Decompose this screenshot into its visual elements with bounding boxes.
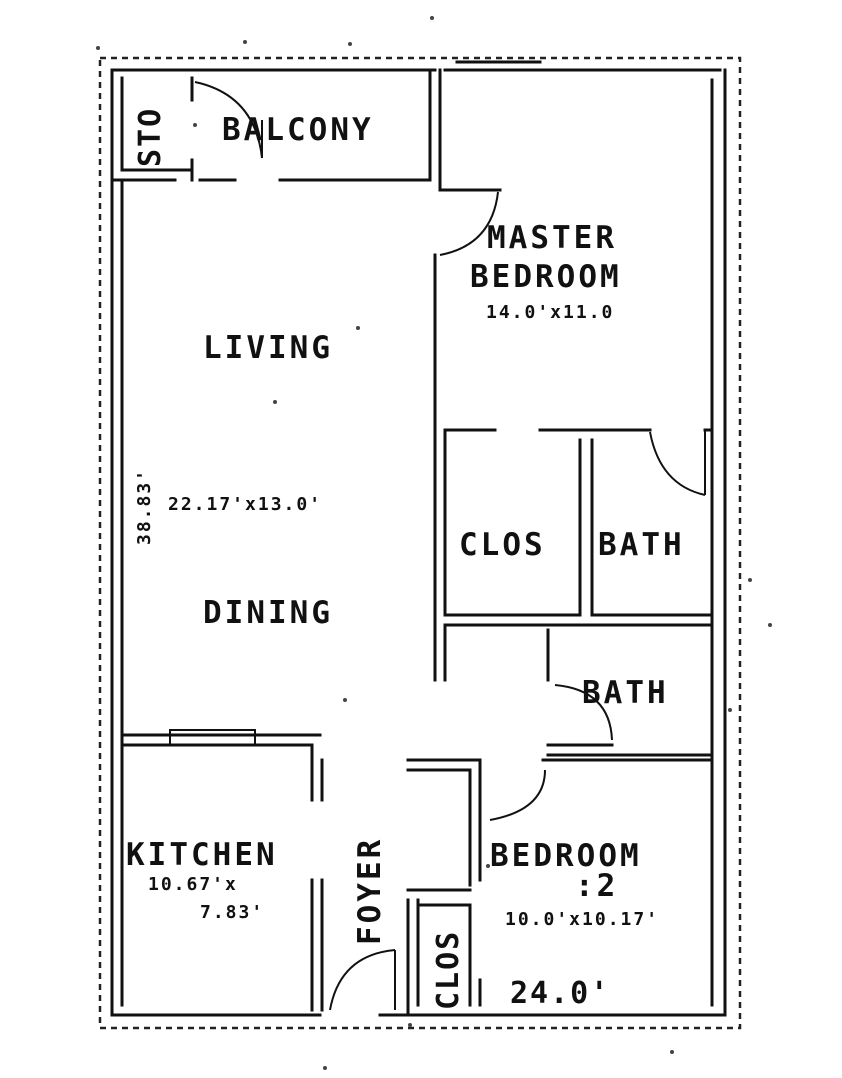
living-dining-dimension: 22.17'x13.0' bbox=[168, 494, 322, 515]
exterior-walls bbox=[110, 60, 727, 1017]
balcony-label: BALCONY bbox=[222, 112, 374, 148]
hall-bath-walls bbox=[443, 623, 714, 757]
balcony-block bbox=[110, 68, 442, 192]
bedroom2-label-line1: BEDROOM bbox=[490, 838, 642, 874]
kitchen-dimension-line2: 7.83' bbox=[200, 902, 264, 923]
bedroom2-label-line2: :2 bbox=[575, 868, 618, 904]
master-bedroom-walls bbox=[433, 188, 714, 432]
closet-bath-walls bbox=[433, 428, 714, 682]
master-bedroom-dimension: 14.0'x11.0 bbox=[486, 302, 614, 323]
kitchen-walls bbox=[120, 729, 396, 1012]
foyer-label: FOYER bbox=[352, 837, 388, 945]
bedroom2-walls bbox=[406, 758, 714, 1017]
bedroom2-closet-label: CLOS bbox=[431, 930, 466, 1010]
room-labels: STO BALCONY MASTER BEDROOM 14.0'x11.0 LI… bbox=[126, 107, 685, 1011]
master-bath-label: BATH bbox=[598, 527, 685, 563]
kitchen-dimension-line1: 10.67'x bbox=[148, 874, 238, 895]
scan-specks bbox=[96, 16, 772, 1070]
outer-boundary bbox=[98, 56, 742, 1030]
hall-bath-label: BATH bbox=[582, 675, 669, 711]
storage-label: STO bbox=[133, 107, 168, 167]
closet-label: CLOS bbox=[459, 527, 546, 563]
living-label: LIVING bbox=[203, 330, 333, 366]
kitchen-label: KITCHEN bbox=[126, 837, 278, 873]
dining-label: DINING bbox=[203, 595, 333, 631]
master-bedroom-label-line1: MASTER bbox=[487, 220, 617, 256]
overall-length-dimension: 38.83' bbox=[134, 468, 155, 545]
master-bedroom-label-line2: BEDROOM bbox=[470, 259, 622, 295]
bottom-width-dimension: 24.0' bbox=[510, 976, 610, 1011]
bedroom2-dimension: 10.0'x10.17' bbox=[505, 909, 659, 930]
